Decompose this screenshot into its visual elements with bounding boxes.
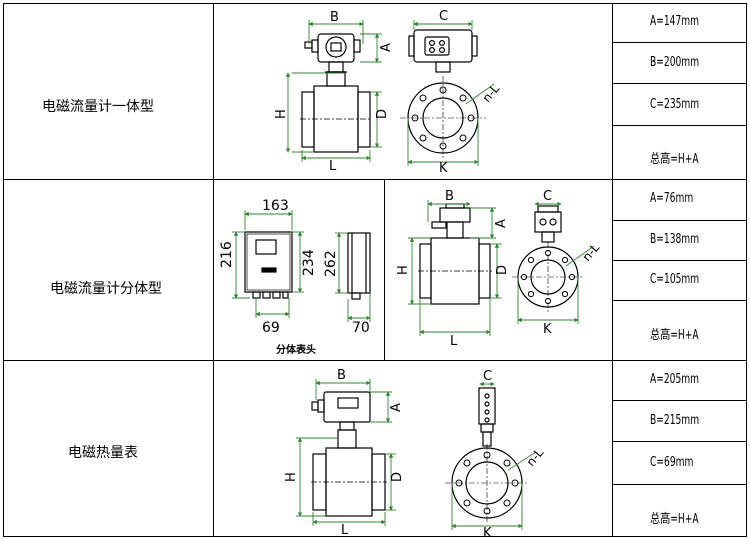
row2-dim-bottom: 69 [262,320,280,336]
row2-name: 电磁流量计分体型 [50,281,162,297]
row1-label-nl: n-L [480,81,503,105]
row2-label-nl: n-L [580,240,603,264]
row2-label-h: H [396,265,411,275]
row2-converter-front [244,231,293,299]
row1-label-c: C [439,9,448,24]
row1-label-k: K [439,161,448,176]
row1-label-b: B [330,10,339,25]
row2-spec-a-cell [612,179,747,221]
row1-drawing-cell [213,3,613,180]
row1-spec-height: 总高=H+A [650,152,699,167]
row1-name-cell [3,3,214,180]
row2-spec-b: B=138mm [650,232,700,247]
row1-spec-a-cell [612,3,747,43]
row3-spec-b-cell [612,400,747,442]
row1-spec-c: C=235mm [650,97,700,112]
row1-label-d: D [375,109,390,119]
row1-label-a: A [379,43,394,52]
row1-front-dimensions [407,20,495,166]
row2-label-k: K [543,322,552,337]
row2-sensor-side [418,203,492,305]
row2-spec-h-cell [612,300,747,361]
row3-label-k: K [483,526,492,539]
row2-converter-dimensions [232,210,371,322]
row1-spec-b-cell [612,42,747,84]
row2-sensor-front [512,205,584,312]
row1-label-h: H [274,109,289,119]
row1-spec-a: A=147mm [650,14,700,29]
row2-label-d: D [495,265,510,275]
row3-label-d: D [390,472,405,482]
row2-converter-side [347,232,371,300]
row3-label-l: L [341,523,349,538]
row1-front-view [400,29,486,160]
row3-side-view [311,391,387,517]
row2-dim-width: 163 [262,198,289,214]
row2-spec-c-cell [612,260,747,301]
row3-label-nl: n-L [524,445,547,469]
row1-front-bolts [411,86,475,150]
row2-sensor-side-dimensions [408,200,502,336]
row3-label-h: H [284,472,299,482]
row3-spec-b: B=215mm [650,413,700,428]
row3-side-dimensions [296,379,396,526]
row3-label-a: A [389,403,404,412]
row2-label-c: C [543,189,552,204]
row3-drawing-cell [213,360,613,537]
row2-spec-b-cell [612,220,747,261]
row1-label-l: L [329,159,337,174]
row3-spec-a: A=205mm [650,372,700,387]
row2-spec-a: A=76mm [650,191,694,206]
row1-spec-b: B=200mm [650,55,700,70]
row2-label-a: A [494,219,509,228]
row1-spec-h-cell [612,125,747,180]
row3-spec-c-cell [612,441,747,485]
row1-side-view [300,33,372,153]
row2-dim-depth: 262 [323,250,339,277]
row3-front-bolts [455,451,519,515]
row3-spec-a-cell [612,360,747,401]
row2-spec-height: 总高=H+A [650,328,699,343]
row3-label-b: B [337,368,346,383]
row3-front-dimensions [451,381,537,530]
row3-name-cell [3,360,214,537]
row2-dim-side-bottom: 70 [352,320,370,336]
row3-name: 电磁热量表 [68,445,138,461]
row3-spec-h-cell [612,484,747,537]
row3-front-view [445,387,529,524]
row2-label-l: L [450,334,458,349]
row2-sensor-front-dimensions [517,201,595,324]
row2-dim-height-left: 216 [219,241,235,268]
row3-spec-c: C=69mm [650,455,694,470]
row1-side-dimensions [285,20,382,162]
row3-label-c: C [483,369,492,384]
row2-converter-caption: 分体表头 [276,343,316,356]
row1-name: 电磁流量计一体型 [42,99,154,115]
row2-dim-height-right: 234 [301,249,317,276]
row3-spec-height: 总高=H+A [650,512,699,527]
row2-sensor-front-bolts [520,249,576,305]
row2-spec-c: C=105mm [650,272,700,287]
row2-label-b: B [445,189,454,204]
